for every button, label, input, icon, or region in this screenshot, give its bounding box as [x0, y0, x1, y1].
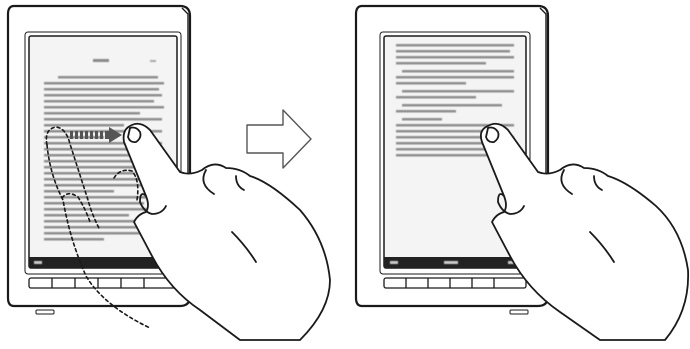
hand-touch-icon	[481, 124, 688, 340]
hand-touch-icon	[124, 124, 330, 340]
arrow-right-icon	[247, 110, 311, 168]
page-title-blur	[93, 59, 109, 62]
